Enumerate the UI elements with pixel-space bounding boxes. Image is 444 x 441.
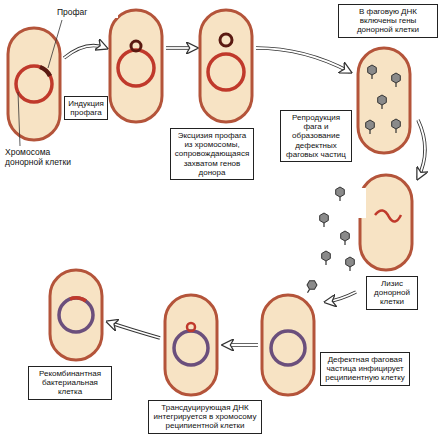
box-text: В фаговую ДНК включены гены донорной кле… xyxy=(342,7,434,35)
result-box: Рекомбинантная бактериальная клетка xyxy=(28,366,112,400)
process-box: В фаговую ДНК включены гены донорной кле… xyxy=(338,4,438,38)
lysis-gap xyxy=(352,188,366,218)
box-text: Эксцизия профага из хромосомы, сопровожд… xyxy=(174,131,250,177)
process-box: Дефектная фаговая частица инфицирует рец… xyxy=(320,352,410,386)
box-text: Репродукция фага и образование дефектных… xyxy=(284,113,348,159)
box-text: Индукция профага xyxy=(68,99,104,117)
process-box: Трансдуцирующая ДНК интегрируется в хром… xyxy=(148,400,262,434)
process-box: Индукция профага xyxy=(64,96,108,120)
box-text: Рекомбинантная бактериальная клетка xyxy=(32,369,108,397)
part-label: Профаг xyxy=(56,8,118,18)
process-box: Репродукция фага и образование дефектных… xyxy=(280,110,352,162)
box-text: Лизис донорной клетки xyxy=(370,279,414,307)
bacterial-cells xyxy=(8,10,412,395)
box-text: Трансдуцирующая ДНК интегрируется в хром… xyxy=(152,403,258,431)
box-text: Дефектная фаговая частица инфицирует рец… xyxy=(324,355,406,383)
phage-particles xyxy=(304,65,401,295)
process-box: Лизис донорной клетки xyxy=(366,276,418,310)
leader-lines xyxy=(18,20,62,146)
part-label: Хромосома донорной клетки xyxy=(4,148,84,168)
chromosomes xyxy=(16,34,401,365)
process-box: Эксцизия профага из хромосомы, сопровожд… xyxy=(170,128,254,180)
